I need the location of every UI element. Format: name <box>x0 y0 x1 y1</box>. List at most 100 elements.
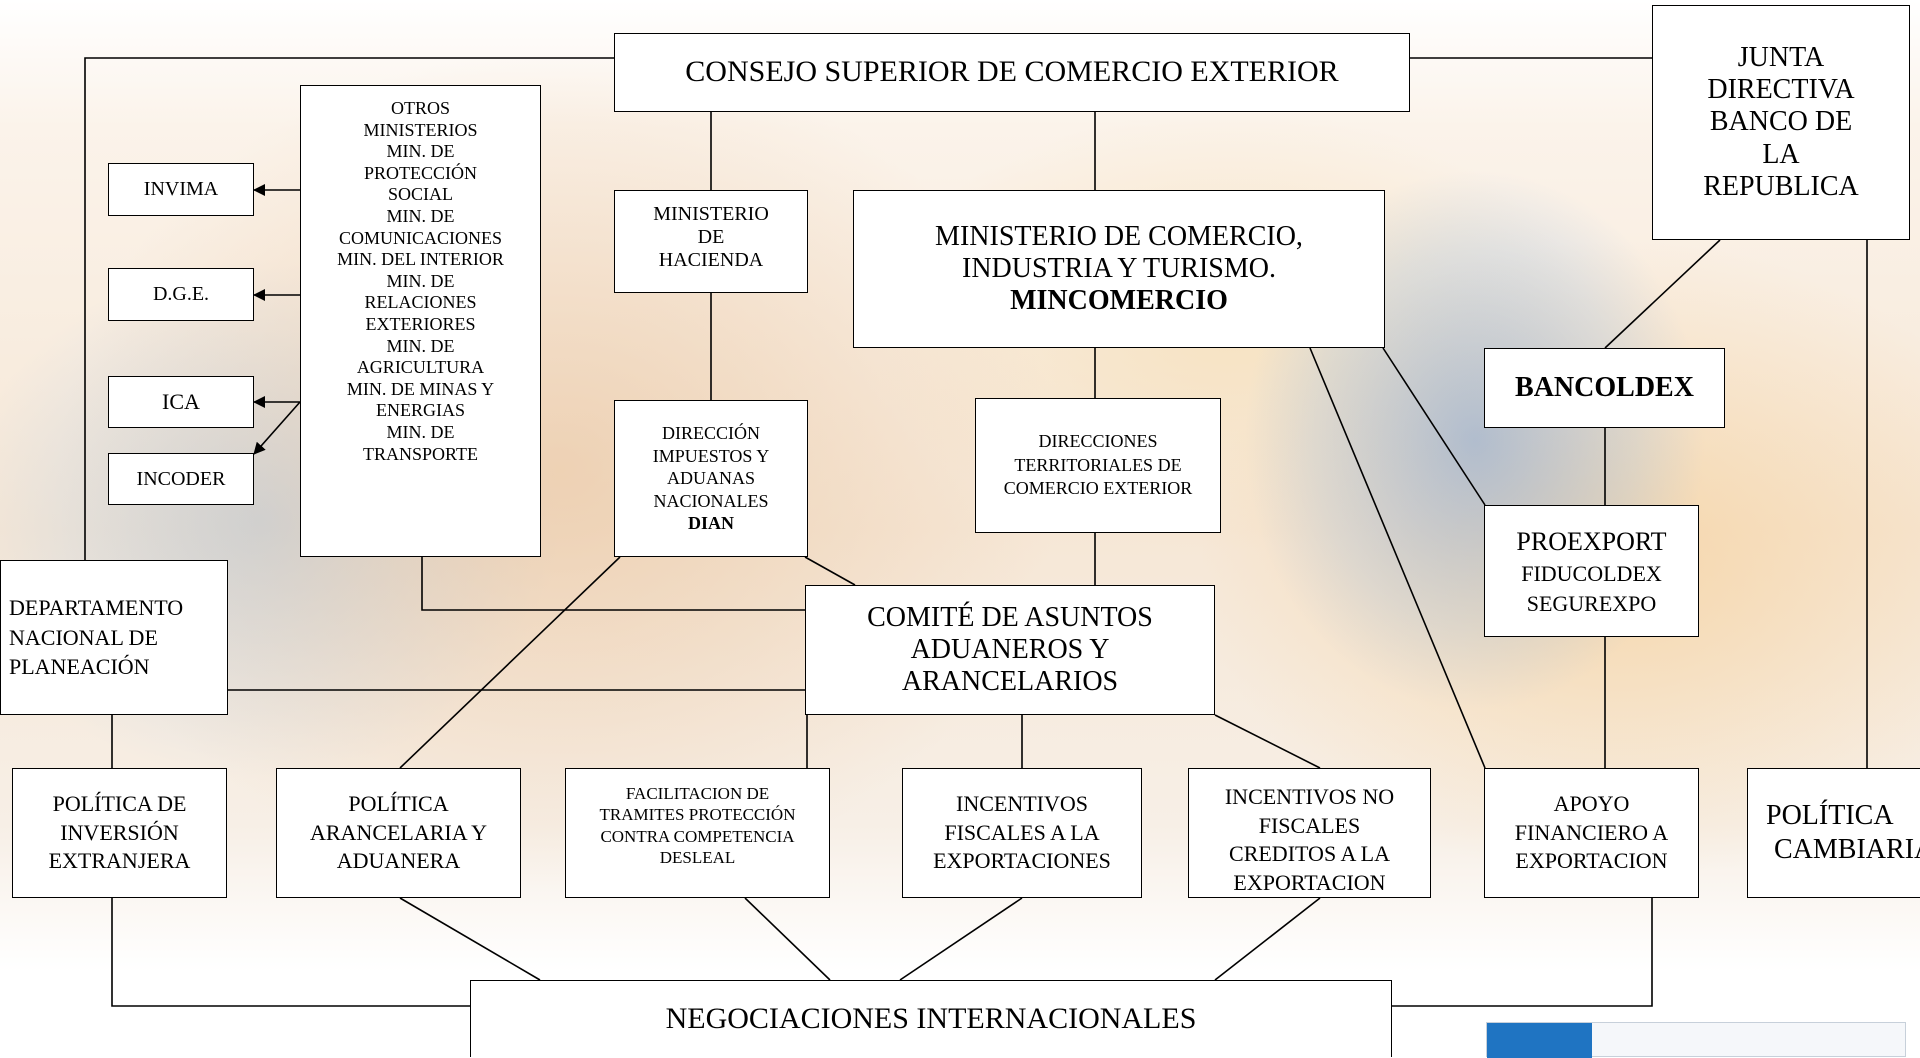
node-text-line: TERRITORIALES DE <box>1014 454 1182 475</box>
node-text-line: NEGOCIACIONES INTERNACIONALES <box>665 1001 1197 1035</box>
node-consejo-superior: CONSEJO SUPERIOR DE COMERCIO EXTERIOR <box>614 33 1410 112</box>
node-text-line: DIRECCIONES <box>1038 431 1158 452</box>
node-text-line: DIRECCIÓN <box>662 423 760 444</box>
node-text-line: LA <box>1762 138 1800 170</box>
node-text-line: MINISTERIO <box>653 203 769 225</box>
node-proexport: PROEXPORT FIDUCOLDEX SEGUREXPO <box>1484 505 1699 637</box>
node-text-line: ADUANAS <box>666 468 755 489</box>
node-text-line: JUNTA <box>1737 42 1825 74</box>
node-text-line: SOCIAL <box>387 184 453 205</box>
edge-comite-nofiscales <box>1214 714 1321 769</box>
node-comite-asuntos: COMITÉ DE ASUNTOS ADUANEROS Y ARANCELARI… <box>805 585 1215 715</box>
node-text-line: DESLEAL <box>659 847 736 867</box>
node-junta-directiva: JUNTA DIRECTIVA BANCO DE LA REPUBLICA <box>1652 5 1910 240</box>
node-facilitacion-tramites: FACILITACION DE TRAMITES PROTECCIÓN CONT… <box>565 768 830 898</box>
node-politica-cambiaria: POLÍTICA CAMBIARIA <box>1747 768 1920 898</box>
node-mincomercio: MINISTERIO DE COMERCIO, INDUSTRIA Y TURI… <box>853 190 1385 348</box>
edge-consejo-left-frame <box>84 57 614 565</box>
node-text-line: MIN. DE <box>386 335 455 356</box>
node-text-line: EXPORTACION <box>1515 848 1668 874</box>
node-text-line: TRANSPORTE <box>363 443 478 464</box>
node-text-line: INVIMA <box>143 178 219 200</box>
node-text-line: ADUANERA <box>336 848 461 874</box>
node-politica-arancelaria: POLÍTICA ARANCELARIA Y ADUANERA <box>276 768 521 898</box>
edge-junta-bancoldex <box>1604 239 1721 349</box>
edge-mincomercio-proexport <box>1382 347 1486 506</box>
node-text-line: FISCALES <box>1258 812 1361 838</box>
node-dian: DIRECCIÓN IMPUESTOS Y ADUANAS NACIONALES… <box>614 400 808 557</box>
node-text-bold: DIAN <box>687 513 734 534</box>
node-incentivos-no-fiscales: INCENTIVOS NO FISCALES CREDITOS A LA EXP… <box>1188 768 1431 898</box>
node-text-line: ICA <box>162 389 200 415</box>
node-text-line: POLÍTICA DE <box>52 791 187 817</box>
edge-mincomercio-apoyo <box>1309 347 1486 769</box>
node-text-line: MINISTERIOS <box>363 119 478 140</box>
node-incoder: INCODER <box>108 453 254 505</box>
node-text-line: MINISTERIO DE COMERCIO, <box>935 220 1303 252</box>
thumbnail-blue-block <box>1487 1023 1592 1058</box>
node-text-line: DIRECTIVA <box>1707 74 1855 106</box>
node-politica-inversion: POLÍTICA DE INVERSIÓN EXTRANJERA <box>12 768 227 898</box>
node-text-line: D.G.E. <box>152 283 210 305</box>
node-text-bold: BANCOLDEX <box>1515 371 1694 403</box>
node-text-line: FINANCIERO A <box>1514 819 1669 845</box>
node-text-line: IMPUESTOS Y <box>652 445 770 466</box>
node-text-line: MIN. DE <box>386 205 455 226</box>
node-text-line: SEGUREXPO <box>1526 590 1657 616</box>
edge-dian-arancelaria <box>399 556 621 769</box>
node-bancoldex: BANCOLDEX <box>1484 348 1725 428</box>
node-text-line: COMUNICACIONES <box>338 227 502 248</box>
edge-inversion-negociaciones <box>111 898 470 1007</box>
node-text-line: DEPARTAMENTO <box>9 594 184 620</box>
node-text-line: CONTRA COMPETENCIA <box>600 826 795 846</box>
node-departamento-planeacion: DEPARTAMENTO NACIONAL DE PLANEACIÓN <box>0 560 228 715</box>
edge-facilitacion-negociaciones <box>744 897 831 981</box>
node-invima: INVIMA <box>108 163 254 216</box>
node-text-line: OTROS <box>390 98 450 118</box>
node-text-line: FACILITACION DE <box>625 784 770 803</box>
node-text-line: PLANEACIÓN <box>9 654 150 680</box>
node-text-line: ARANCELARIA Y <box>309 819 488 845</box>
node-text-line: EXPORTACION <box>1233 869 1386 895</box>
node-text-line: PROEXPORT <box>1516 526 1667 556</box>
edge-incentivos-negociaciones <box>899 897 1023 981</box>
node-text-line: EXPORTACIONES <box>933 848 1111 874</box>
node-text-line: TRAMITES PROTECCIÓN <box>599 805 796 825</box>
node-text-line: RELACIONES <box>364 292 477 313</box>
node-text-line: COMERCIO EXTERIOR <box>1003 478 1193 499</box>
node-negociaciones-internacionales: NEGOCIACIONES INTERNACIONALES <box>470 980 1392 1057</box>
edge-apoyo-negociaciones <box>1392 898 1653 1007</box>
node-text-line: EXTRANJERA <box>48 848 191 874</box>
node-text-line: MIN. DE <box>386 270 455 291</box>
node-text-line: BANCO DE <box>1709 106 1853 138</box>
node-apoyo-financiero: APOYO FINANCIERO A EXPORTACION <box>1484 768 1699 898</box>
node-text-line: FISCALES A LA <box>944 819 1100 845</box>
node-text-line: INCENTIVOS NO <box>1224 784 1395 809</box>
node-text-line: POLÍTICA <box>348 791 449 817</box>
node-text-line: COMITÉ DE ASUNTOS <box>867 601 1153 633</box>
node-incentivos-fiscales: INCENTIVOS FISCALES A LA EXPORTACIONES <box>902 768 1142 898</box>
node-text-line: MIN. DE <box>386 141 455 162</box>
arrow-otros-incoder <box>253 401 301 455</box>
edge-arancelaria-negociaciones <box>399 897 541 981</box>
node-text-line: ADUANEROS Y <box>910 633 1110 665</box>
node-otros-ministerios: OTROS MINISTERIOS MIN. DE PROTECCIÓN SOC… <box>300 85 541 557</box>
node-text-line: FIDUCOLDEX <box>1521 560 1662 586</box>
node-text-line: ENERGIAS <box>376 400 465 421</box>
node-ica: ICA <box>108 376 254 428</box>
node-text-line: MIN. DE MINAS Y <box>346 378 495 399</box>
node-text-line: CONSEJO SUPERIOR DE COMERCIO EXTERIOR <box>685 55 1339 89</box>
edge-nofiscales-negociaciones <box>1214 897 1321 981</box>
node-text-line: INVERSIÓN <box>60 819 179 845</box>
node-text-bold: MINCOMERCIO <box>1010 285 1228 317</box>
node-text-line: REPUBLICA <box>1703 170 1859 202</box>
node-text-line: DE <box>697 226 725 248</box>
node-text-line: APOYO <box>1553 791 1630 817</box>
node-text-line: INCODER <box>136 467 226 490</box>
partial-thumbnail-widget <box>1486 1022 1906 1058</box>
node-direcciones-territoriales: DIRECCIONES TERRITORIALES DE COMERCIO EX… <box>975 398 1221 533</box>
edge-dian-comite <box>804 556 856 586</box>
node-text-line: POLÍTICA <box>1766 800 1894 832</box>
edge-otros-comite <box>421 557 805 611</box>
